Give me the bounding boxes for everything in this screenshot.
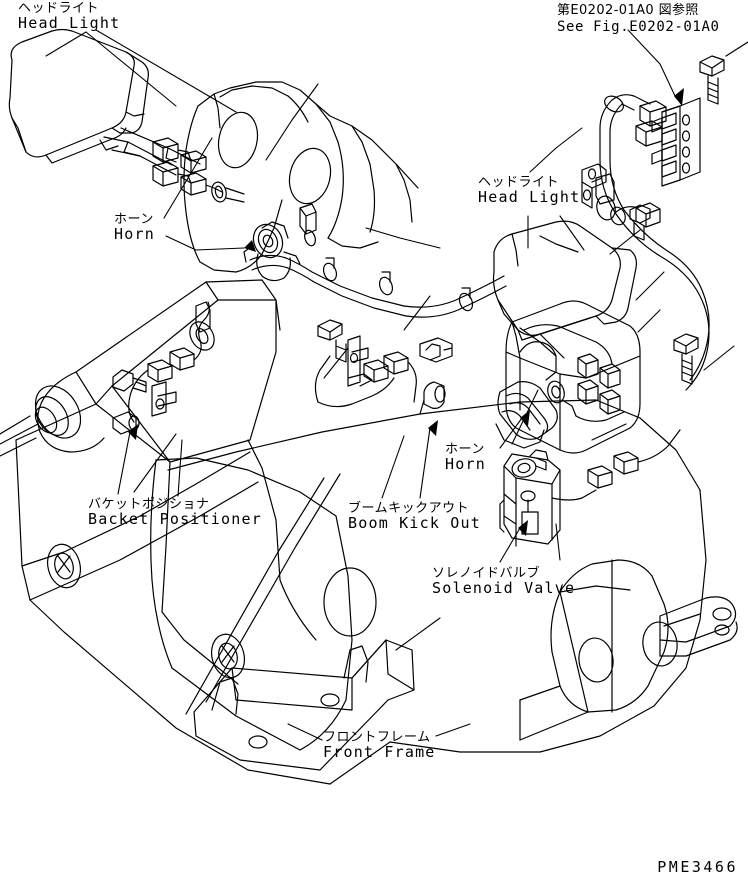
head-light-housing-right bbox=[492, 220, 637, 341]
cylinder-connector-a bbox=[147, 359, 173, 383]
harness-clamp-1 bbox=[299, 203, 317, 247]
box-wire-2 bbox=[519, 341, 557, 357]
mid-harness-wire-3 bbox=[314, 355, 331, 403]
callout-solenoid-valve: ソレノイドバルブ Solenoid Valve bbox=[432, 567, 575, 596]
harness-loop-right bbox=[599, 94, 710, 391]
mid-connector-2 bbox=[383, 351, 409, 375]
leader-lines bbox=[45, 29, 735, 741]
cylinder-connector-b bbox=[169, 347, 195, 371]
mounting-bolt-top bbox=[699, 55, 725, 105]
callout-head-light-left: ヘッドライト Head Light bbox=[18, 2, 120, 31]
harness-wire-left-c bbox=[205, 184, 223, 193]
callout-front-frame-jp: フロントフレーム bbox=[323, 730, 431, 745]
callout-head-light-right: ヘッドライト Head Light bbox=[478, 176, 580, 205]
cylinder-clamp-left bbox=[189, 301, 215, 351]
connector-right-2 bbox=[599, 363, 621, 389]
callout-head-light-right-jp: ヘッドライト bbox=[478, 175, 560, 190]
harness-grommet-right-1 bbox=[604, 95, 624, 113]
mid-bracket-2 bbox=[419, 337, 453, 363]
cylinder-wire-route-2 bbox=[128, 369, 149, 423]
main-harness-center bbox=[249, 254, 507, 318]
harness-clamp-4 bbox=[458, 287, 474, 312]
pin-lug-right bbox=[659, 596, 738, 657]
harness-wire-left-b bbox=[177, 173, 192, 184]
hydraulic-cylinder-left bbox=[0, 279, 281, 463]
small-bolt-right bbox=[629, 204, 651, 241]
frame-boss-1 bbox=[46, 543, 82, 589]
head-light-mount-left bbox=[103, 127, 201, 176]
harness-clamp-2 bbox=[322, 257, 338, 282]
see-figure-reference-jp: 第E0202-01A0 図参照 bbox=[557, 3, 699, 18]
front-frame-inner-plate bbox=[150, 457, 353, 751]
mid-cylinder-part bbox=[419, 381, 446, 415]
box-wire-1 bbox=[575, 411, 625, 422]
callout-horn-right-jp: ホーン bbox=[445, 442, 485, 457]
callout-front-frame: フロントフレーム Front Frame bbox=[323, 731, 436, 760]
frame-hole-1 bbox=[323, 567, 377, 637]
cylinder-bracket-left bbox=[151, 381, 177, 417]
grommet-right-box bbox=[547, 380, 577, 417]
frame-bottom-rail bbox=[193, 639, 415, 771]
page-code: PME3466 bbox=[657, 858, 738, 876]
callout-backet-positioner: バケットポジショナ Backet Positioner bbox=[88, 498, 262, 527]
callout-horn-left: ホーン Horn bbox=[114, 213, 155, 242]
callout-backet-positioner-en: Backet Positioner bbox=[88, 509, 262, 528]
frame-panel-upper-right bbox=[288, 103, 419, 249]
connector-right-4 bbox=[599, 389, 621, 415]
frame-panel-upper-left bbox=[183, 81, 339, 273]
lift-arm-pivot-right bbox=[519, 559, 678, 741]
see-figure-reference: 第E0202-01A0 図参照 See Fig.E0202-01A0 bbox=[557, 3, 720, 35]
mid-bolt-1 bbox=[317, 319, 347, 363]
frame-brace-2 bbox=[205, 473, 341, 703]
valve-connector-2 bbox=[613, 451, 639, 475]
head-light-mount-right bbox=[519, 327, 565, 381]
mid-bracket-1 bbox=[347, 335, 373, 387]
connector-right-1 bbox=[577, 353, 599, 379]
connector-block-left-2 bbox=[152, 161, 179, 187]
front-frame-body bbox=[15, 399, 707, 785]
callout-solenoid-valve-en: Solenoid Valve bbox=[432, 578, 576, 597]
callout-front-frame-en: Front Frame bbox=[323, 742, 436, 761]
callout-horn-left-jp: ホーン bbox=[114, 212, 154, 227]
callout-head-light-left-en: Head Light bbox=[18, 13, 121, 32]
harness-clamp-right-1 bbox=[595, 173, 616, 221]
solenoid-wire bbox=[551, 489, 597, 501]
mid-harness-wire bbox=[317, 377, 395, 408]
callout-head-light-right-en: Head Light bbox=[478, 187, 581, 206]
mid-connector-1 bbox=[363, 359, 389, 383]
horn-assembly-right bbox=[495, 381, 558, 449]
solenoid-valve-body bbox=[499, 449, 561, 547]
valve-harness-out bbox=[637, 429, 681, 463]
grommet-left bbox=[211, 181, 245, 203]
cylinder-bolt-left bbox=[112, 369, 147, 393]
callout-horn-left-en: Horn bbox=[114, 224, 155, 243]
callout-horn-right: ホーン Horn bbox=[445, 443, 486, 472]
bolt-leader-top bbox=[725, 41, 748, 57]
callout-solenoid-valve-jp: ソレノイドバルブ bbox=[432, 566, 541, 581]
terminal-board bbox=[651, 97, 701, 187]
connector-block-left-1 bbox=[152, 137, 179, 163]
see-figure-reference-en: See Fig.E0202-01A0 bbox=[557, 18, 720, 35]
relay-block-2 bbox=[635, 120, 663, 147]
mid-harness-wire-2 bbox=[407, 361, 417, 403]
harness-wire-left-a bbox=[177, 149, 192, 162]
callout-boom-kick-out-en: Boom Kick Out bbox=[348, 513, 481, 532]
cylinder-wire-route bbox=[193, 301, 210, 361]
callout-boom-kick-out-jp: ブームキックアウト bbox=[348, 501, 470, 516]
callout-horn-right-en: Horn bbox=[445, 454, 486, 473]
mounting-bolt-mid bbox=[673, 333, 699, 385]
callout-head-light-left-jp: ヘッドライト bbox=[18, 1, 100, 16]
harness-clamp-right-2 bbox=[591, 177, 603, 183]
callout-boom-kick-out: ブームキックアウト Boom Kick Out bbox=[348, 502, 481, 531]
frame-brace-1 bbox=[185, 477, 325, 715]
bracket-right-1 bbox=[581, 163, 607, 209]
harness-clamp-3 bbox=[378, 271, 394, 296]
connector-right-3 bbox=[577, 379, 599, 405]
valve-connector-1 bbox=[587, 465, 613, 489]
callout-backet-positioner-jp: バケットポジショナ bbox=[88, 497, 210, 512]
